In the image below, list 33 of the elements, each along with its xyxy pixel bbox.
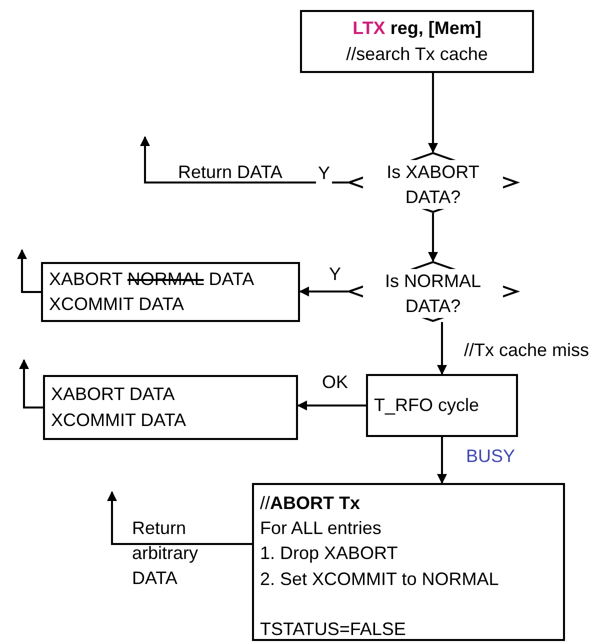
node-text: Is XABORT DATA? [363, 160, 503, 209]
note-text: Return arbitrary DATA [132, 517, 200, 590]
node-text: XCOMMIT DATA [51, 408, 186, 432]
process-box [252, 483, 565, 641]
node-text: XABORT NORMAL DATA [49, 268, 254, 291]
process-box [366, 374, 518, 437]
arrow [428, 73, 438, 153]
node-text: //ABORT Tx [260, 492, 360, 515]
node-text: 2. Set XCOMMIT to NORMAL [260, 568, 499, 591]
arrow [299, 286, 348, 296]
arrow [437, 322, 447, 375]
process-box [41, 262, 300, 322]
arrow [428, 213, 438, 262]
arrow [19, 359, 43, 408]
arrow [107, 491, 252, 545]
node-text: 1. Drop XABORT [260, 542, 398, 566]
node-text: XCOMMIT DATA [49, 293, 184, 316]
note-text: Return DATA [178, 161, 284, 184]
node-text: For ALL entries [260, 517, 382, 540]
arrow [437, 437, 447, 484]
process-box [43, 375, 298, 440]
node-text: LTX reg, [Mem] [352, 17, 482, 40]
node-text: XABORT DATA [51, 383, 175, 406]
arrow [297, 400, 366, 410]
node-text: Is NORMAL DATA? [363, 269, 503, 318]
arrow [140, 136, 348, 184]
arrow [17, 249, 41, 293]
decision-diamond [348, 261, 518, 322]
node-text: //search Tx cache [346, 42, 488, 66]
process-box [300, 10, 534, 73]
node-text: TSTATUS=FALSE [260, 618, 406, 641]
decision-diamond [348, 152, 518, 213]
node-text: T_RFO cycle [374, 394, 480, 417]
